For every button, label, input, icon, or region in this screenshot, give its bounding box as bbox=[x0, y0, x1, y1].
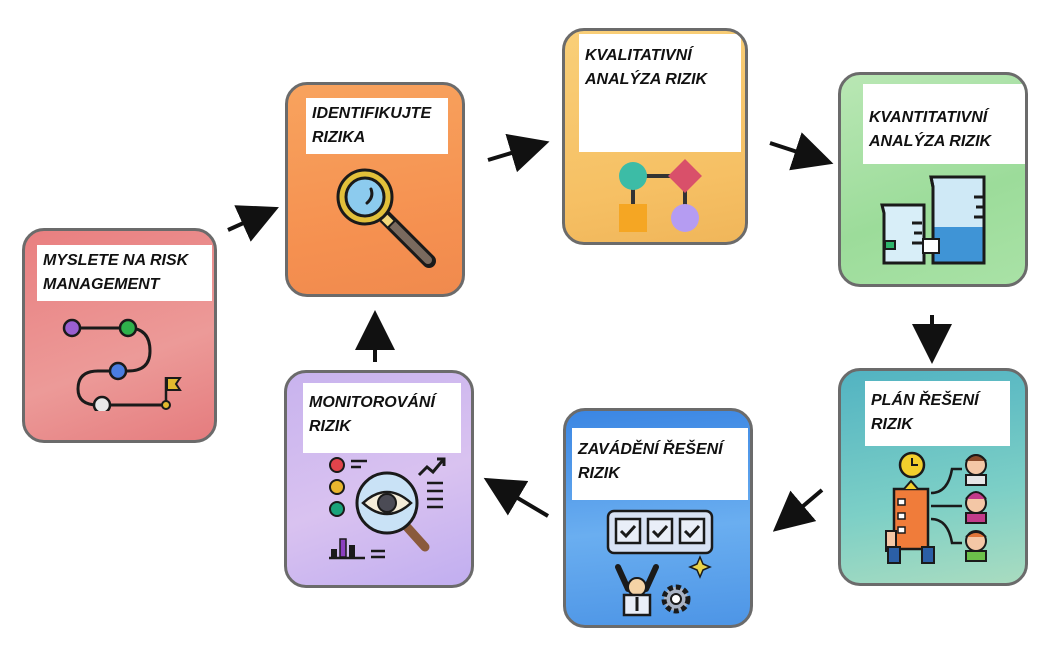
arrow-kvalitativni-kvantitativni bbox=[769, 132, 834, 171]
arrow-myslete-identifikujte bbox=[227, 205, 279, 242]
step-card-myslete: MYSLETE NA RISK MANAGEMENT bbox=[22, 228, 217, 443]
checklist-success-icon bbox=[606, 509, 714, 617]
step-label: KVANTITATIVNÍ ANALÝZA RIZIK bbox=[863, 84, 1025, 164]
step-label: MONITOROVÁNÍ RIZIK bbox=[303, 383, 461, 453]
step-card-monitorovani: MONITOROVÁNÍ RIZIK bbox=[284, 370, 474, 588]
step-card-plan: PLÁN ŘEŠENÍ RIZIK bbox=[838, 368, 1028, 586]
step-label: IDENTIFIKUJTE RIZIKA bbox=[306, 98, 448, 154]
step-label: ZAVÁDĚNÍ ŘEŠENÍ RIZIK bbox=[572, 428, 748, 500]
monitoring-eye-icon bbox=[329, 457, 446, 560]
step-label: MYSLETE NA RISK MANAGEMENT bbox=[37, 245, 212, 301]
flowchart-icon bbox=[619, 159, 702, 232]
arrow-identifikujte-kvalitativni bbox=[487, 133, 550, 173]
planning-team-icon bbox=[885, 451, 987, 564]
step-card-identifikujte: IDENTIFIKUJTE RIZIKA bbox=[285, 82, 465, 297]
step-card-kvantitativni: KVANTITATIVNÍ ANALÝZA RIZIK bbox=[838, 72, 1028, 287]
step-label: KVALITATIVNÍ ANALÝZA RIZIK bbox=[579, 34, 741, 152]
step-card-kvalitativni: KVALITATIVNÍ ANALÝZA RIZIK bbox=[562, 28, 748, 245]
step-card-zavadeni: ZAVÁDĚNÍ ŘEŠENÍ RIZIK bbox=[563, 408, 753, 628]
beakers-icon bbox=[880, 175, 986, 265]
magnifier-icon bbox=[336, 168, 436, 268]
roadmap-icon bbox=[62, 318, 182, 411]
arrow-plan-zavadeni bbox=[772, 488, 824, 532]
arrow-zavadeni-monitorovani bbox=[483, 477, 550, 518]
step-label: PLÁN ŘEŠENÍ RIZIK bbox=[865, 381, 1010, 446]
